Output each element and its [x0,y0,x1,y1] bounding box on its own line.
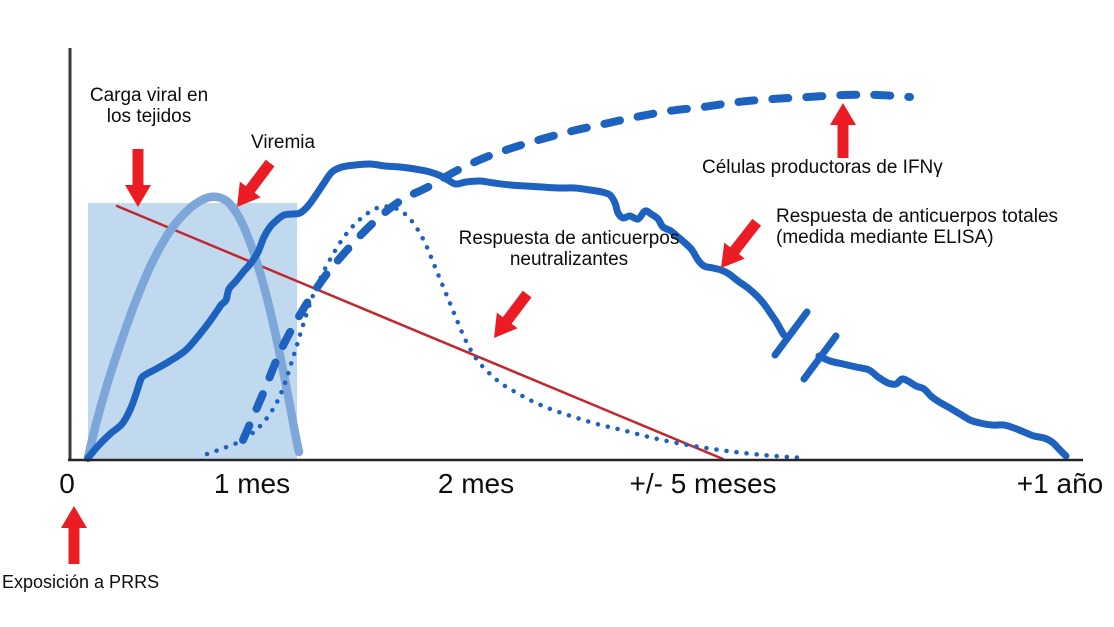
anticuerpos-neutralizantes-label: Respuesta de anticuerpos neutralizantes [458,228,680,271]
carga-viral-label: Carga viral en los tejidos [89,85,209,128]
totales-arrow [721,218,762,268]
viremia-arrow [237,159,275,207]
axis-break-mark [800,332,840,383]
axis-break-mark [771,308,811,359]
ifn-gamma-label: Células productoras de IFNγ [702,157,943,178]
curve-carga-viral-tejidos [115,204,725,461]
x-tick-5meses: +/- 5 meses [629,468,777,499]
curve-anticuerpos-neutralizantes [204,204,809,461]
x-tick-2mes: 2 mes [437,468,515,499]
x-tick-1ano: +1 año [1016,468,1104,499]
viremia-label: Viremia [251,132,316,153]
curve-anticuerpos-totales-elisa [84,160,788,462]
curve-viremia [83,192,304,463]
exposicion-arrow [61,506,87,564]
exposicion-prrs-label: Exposición a PRRS [2,572,160,592]
curve-celulas-ifn-gamma [239,90,914,444]
anticuerpos-totales-label: Respuesta de anticuerpos totales (medida… [776,206,1059,249]
neutralizantes-arrow [494,290,532,338]
x-tick-0: 0 [59,468,75,499]
curve-anticuerpos-totales-elisa [815,352,1070,460]
carga-viral-arrow [125,149,151,207]
ifn-arrow [830,103,856,158]
x-tick-1mes: 1 mes [213,468,291,499]
